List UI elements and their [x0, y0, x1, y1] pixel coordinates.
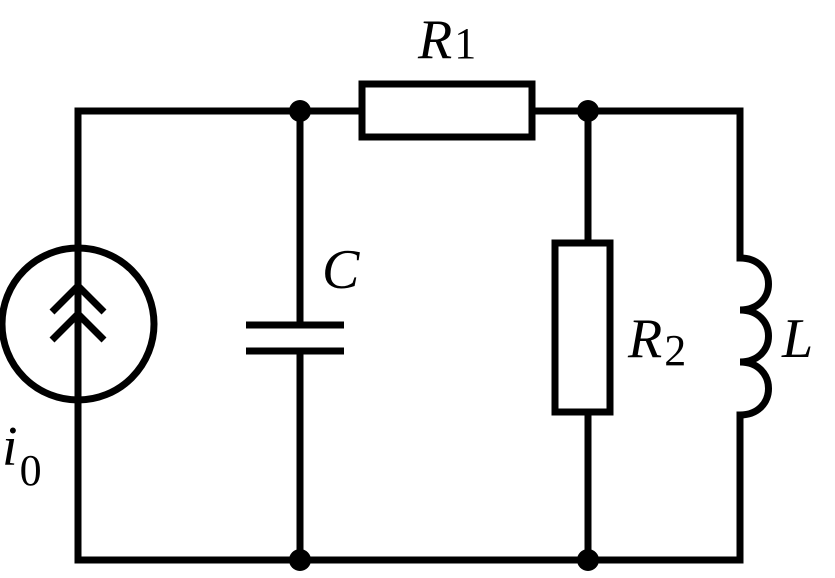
label-i0-subscript: 0	[20, 446, 42, 495]
inductor	[739, 254, 772, 419]
resistor-r1	[358, 80, 536, 141]
current-source-arrow-lower	[49, 309, 107, 343]
current-source	[0, 244, 158, 404]
label-r2-subscript: 2	[664, 326, 686, 375]
current-source-arrow-upper	[49, 281, 107, 315]
junction-dot-top-r2	[577, 100, 599, 122]
junction-dot-bottom-r2	[577, 549, 599, 571]
label-r1: R1	[417, 9, 476, 71]
label-r1-subscript: 1	[454, 19, 476, 68]
label-c: C	[322, 239, 360, 301]
label-r2: R2	[627, 308, 686, 375]
capacitor	[246, 321, 344, 355]
resistor-r2	[551, 239, 614, 416]
junction-dot-bottom-c	[289, 549, 311, 571]
label-i0: i0	[2, 416, 42, 495]
label-l: L	[781, 308, 813, 370]
junction-dot-top-c	[289, 100, 311, 122]
wire-bottom	[74, 411, 744, 564]
wire-top-right	[584, 107, 744, 262]
junction-dots	[289, 100, 599, 571]
